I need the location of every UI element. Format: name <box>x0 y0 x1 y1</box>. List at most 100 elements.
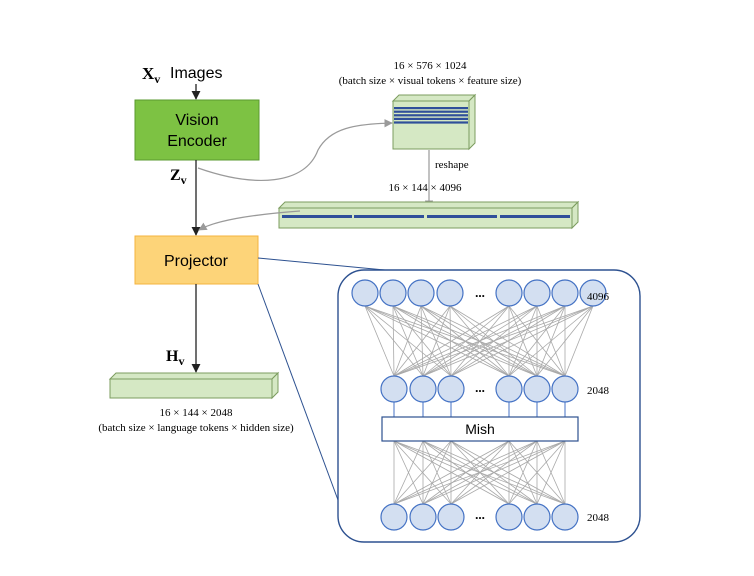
language-tensor-top-face <box>108 372 280 380</box>
visual-token-stripe <box>394 117 468 120</box>
projector-box <box>134 235 259 285</box>
reshaped-tensor-bar <box>277 200 580 230</box>
reshaped-token-segment <box>427 215 497 218</box>
input-layer-neurons <box>351 279 607 307</box>
reshaped-tensor-top-face <box>277 201 580 209</box>
dense-edge <box>393 305 538 377</box>
dense-edge <box>364 305 395 377</box>
dense-edge <box>508 305 538 377</box>
dense-edge <box>450 305 594 377</box>
output-layer-neurons <box>380 503 579 531</box>
visual-token-stripe <box>394 107 468 110</box>
visual-tensor-cube <box>391 93 477 151</box>
hidden-layer-size: 2048 <box>587 385 610 397</box>
neuron-node <box>579 279 607 307</box>
neuron-node <box>380 375 408 403</box>
visual-tensor-side-face <box>468 93 476 151</box>
reshaped-token-segment <box>282 215 352 218</box>
language-tensor-front-face <box>109 378 273 399</box>
neuron-node <box>409 375 437 403</box>
dense-connections-input-hidden <box>364 305 594 377</box>
dense-edge <box>536 305 594 377</box>
projector-detail-frame <box>337 269 641 543</box>
dense-edge <box>564 305 594 377</box>
visual-tensor-dims: (batch size × visual tokens × feature si… <box>339 75 522 87</box>
dense-connections-activation-output <box>393 440 566 505</box>
dense-edge <box>364 305 510 377</box>
vision-encoder-box <box>134 99 260 161</box>
visual-token-stripe <box>394 121 468 124</box>
vision-encoder-label-line2: Encoder <box>167 133 227 150</box>
dense-edge <box>393 440 424 505</box>
output-layer-ellipsis: ... <box>475 507 485 522</box>
neuron-node <box>551 375 579 403</box>
dense-edge <box>393 440 510 505</box>
neuron-node <box>551 279 579 307</box>
dense-edge <box>393 305 422 377</box>
dense-edge <box>508 305 594 377</box>
neuron-node <box>437 375 465 403</box>
dense-edge <box>392 305 395 377</box>
dense-edge <box>393 305 566 377</box>
reshaped-tensor-front-face <box>278 207 573 229</box>
neuron-node <box>523 503 551 531</box>
visual-token-stripe <box>394 110 468 113</box>
visual-tensor-token-stripes <box>394 107 468 124</box>
dense-edge <box>393 440 452 505</box>
dense-edge <box>508 440 538 505</box>
reshaped-token-segment <box>354 215 424 218</box>
neuron-node <box>495 503 523 531</box>
neuron-node <box>380 503 408 531</box>
mish-activation-label: Mish <box>465 421 495 437</box>
neuron-node <box>379 279 407 307</box>
dense-edge <box>422 440 452 505</box>
vision-encoder-block: Vision Encoder <box>134 99 260 161</box>
input-layer-ellipsis: ... <box>475 285 485 300</box>
visual-tensor-shape: 16 × 576 × 1024 <box>394 60 467 72</box>
dense-edge <box>393 305 451 377</box>
dense-edge <box>393 440 538 505</box>
neuron-node <box>437 503 465 531</box>
input-label: Images <box>170 65 222 82</box>
connections-hidden-activation <box>393 402 566 417</box>
neuron-node <box>436 279 464 307</box>
dense-edge <box>393 305 594 377</box>
projector-output-symbol: Hv <box>166 348 184 368</box>
zoom-line-top <box>257 257 386 271</box>
projector-block: Projector <box>134 235 259 285</box>
reshaped-tensor-shape: 16 × 144 × 4096 <box>389 182 462 194</box>
dense-edge <box>508 305 566 377</box>
neuron-node <box>495 375 523 403</box>
dense-edge <box>422 440 566 505</box>
output-layer-size: 2048 <box>587 512 610 524</box>
dense-edge <box>393 440 566 505</box>
language-tensor-dims: (batch size × language tokens × hidden s… <box>98 422 294 434</box>
visual-tensor-top-face <box>391 94 477 102</box>
zoom-line-bottom <box>257 283 339 501</box>
neuron-node <box>523 279 551 307</box>
dense-edge <box>422 305 594 377</box>
dense-edge <box>536 440 566 505</box>
reshaped-to-projector-arrow <box>198 210 301 231</box>
hidden-layer-neurons <box>380 375 579 403</box>
reshaped-token-segment <box>500 215 570 218</box>
input-layer-size: 4096 <box>587 291 610 303</box>
visual-token-stripe <box>394 114 468 117</box>
input-symbol: Xv <box>142 64 160 86</box>
hidden-layer-ellipsis: ... <box>475 380 485 395</box>
dense-edge <box>450 440 566 505</box>
mish-activation-box <box>381 416 579 442</box>
dense-edge <box>508 440 566 505</box>
dense-edge <box>393 305 510 377</box>
encoder-to-tensor-arrow <box>197 119 393 181</box>
neuron-node <box>523 375 551 403</box>
vision-encoder-label-line1: Vision <box>175 112 218 129</box>
neuron-node <box>407 279 435 307</box>
language-tensor-bar <box>108 371 280 400</box>
neuron-node <box>495 279 523 307</box>
neuron-node <box>351 279 379 307</box>
projector-label: Projector <box>164 253 229 270</box>
neuron-node <box>551 503 579 531</box>
reshape-label: reshape <box>435 159 469 171</box>
